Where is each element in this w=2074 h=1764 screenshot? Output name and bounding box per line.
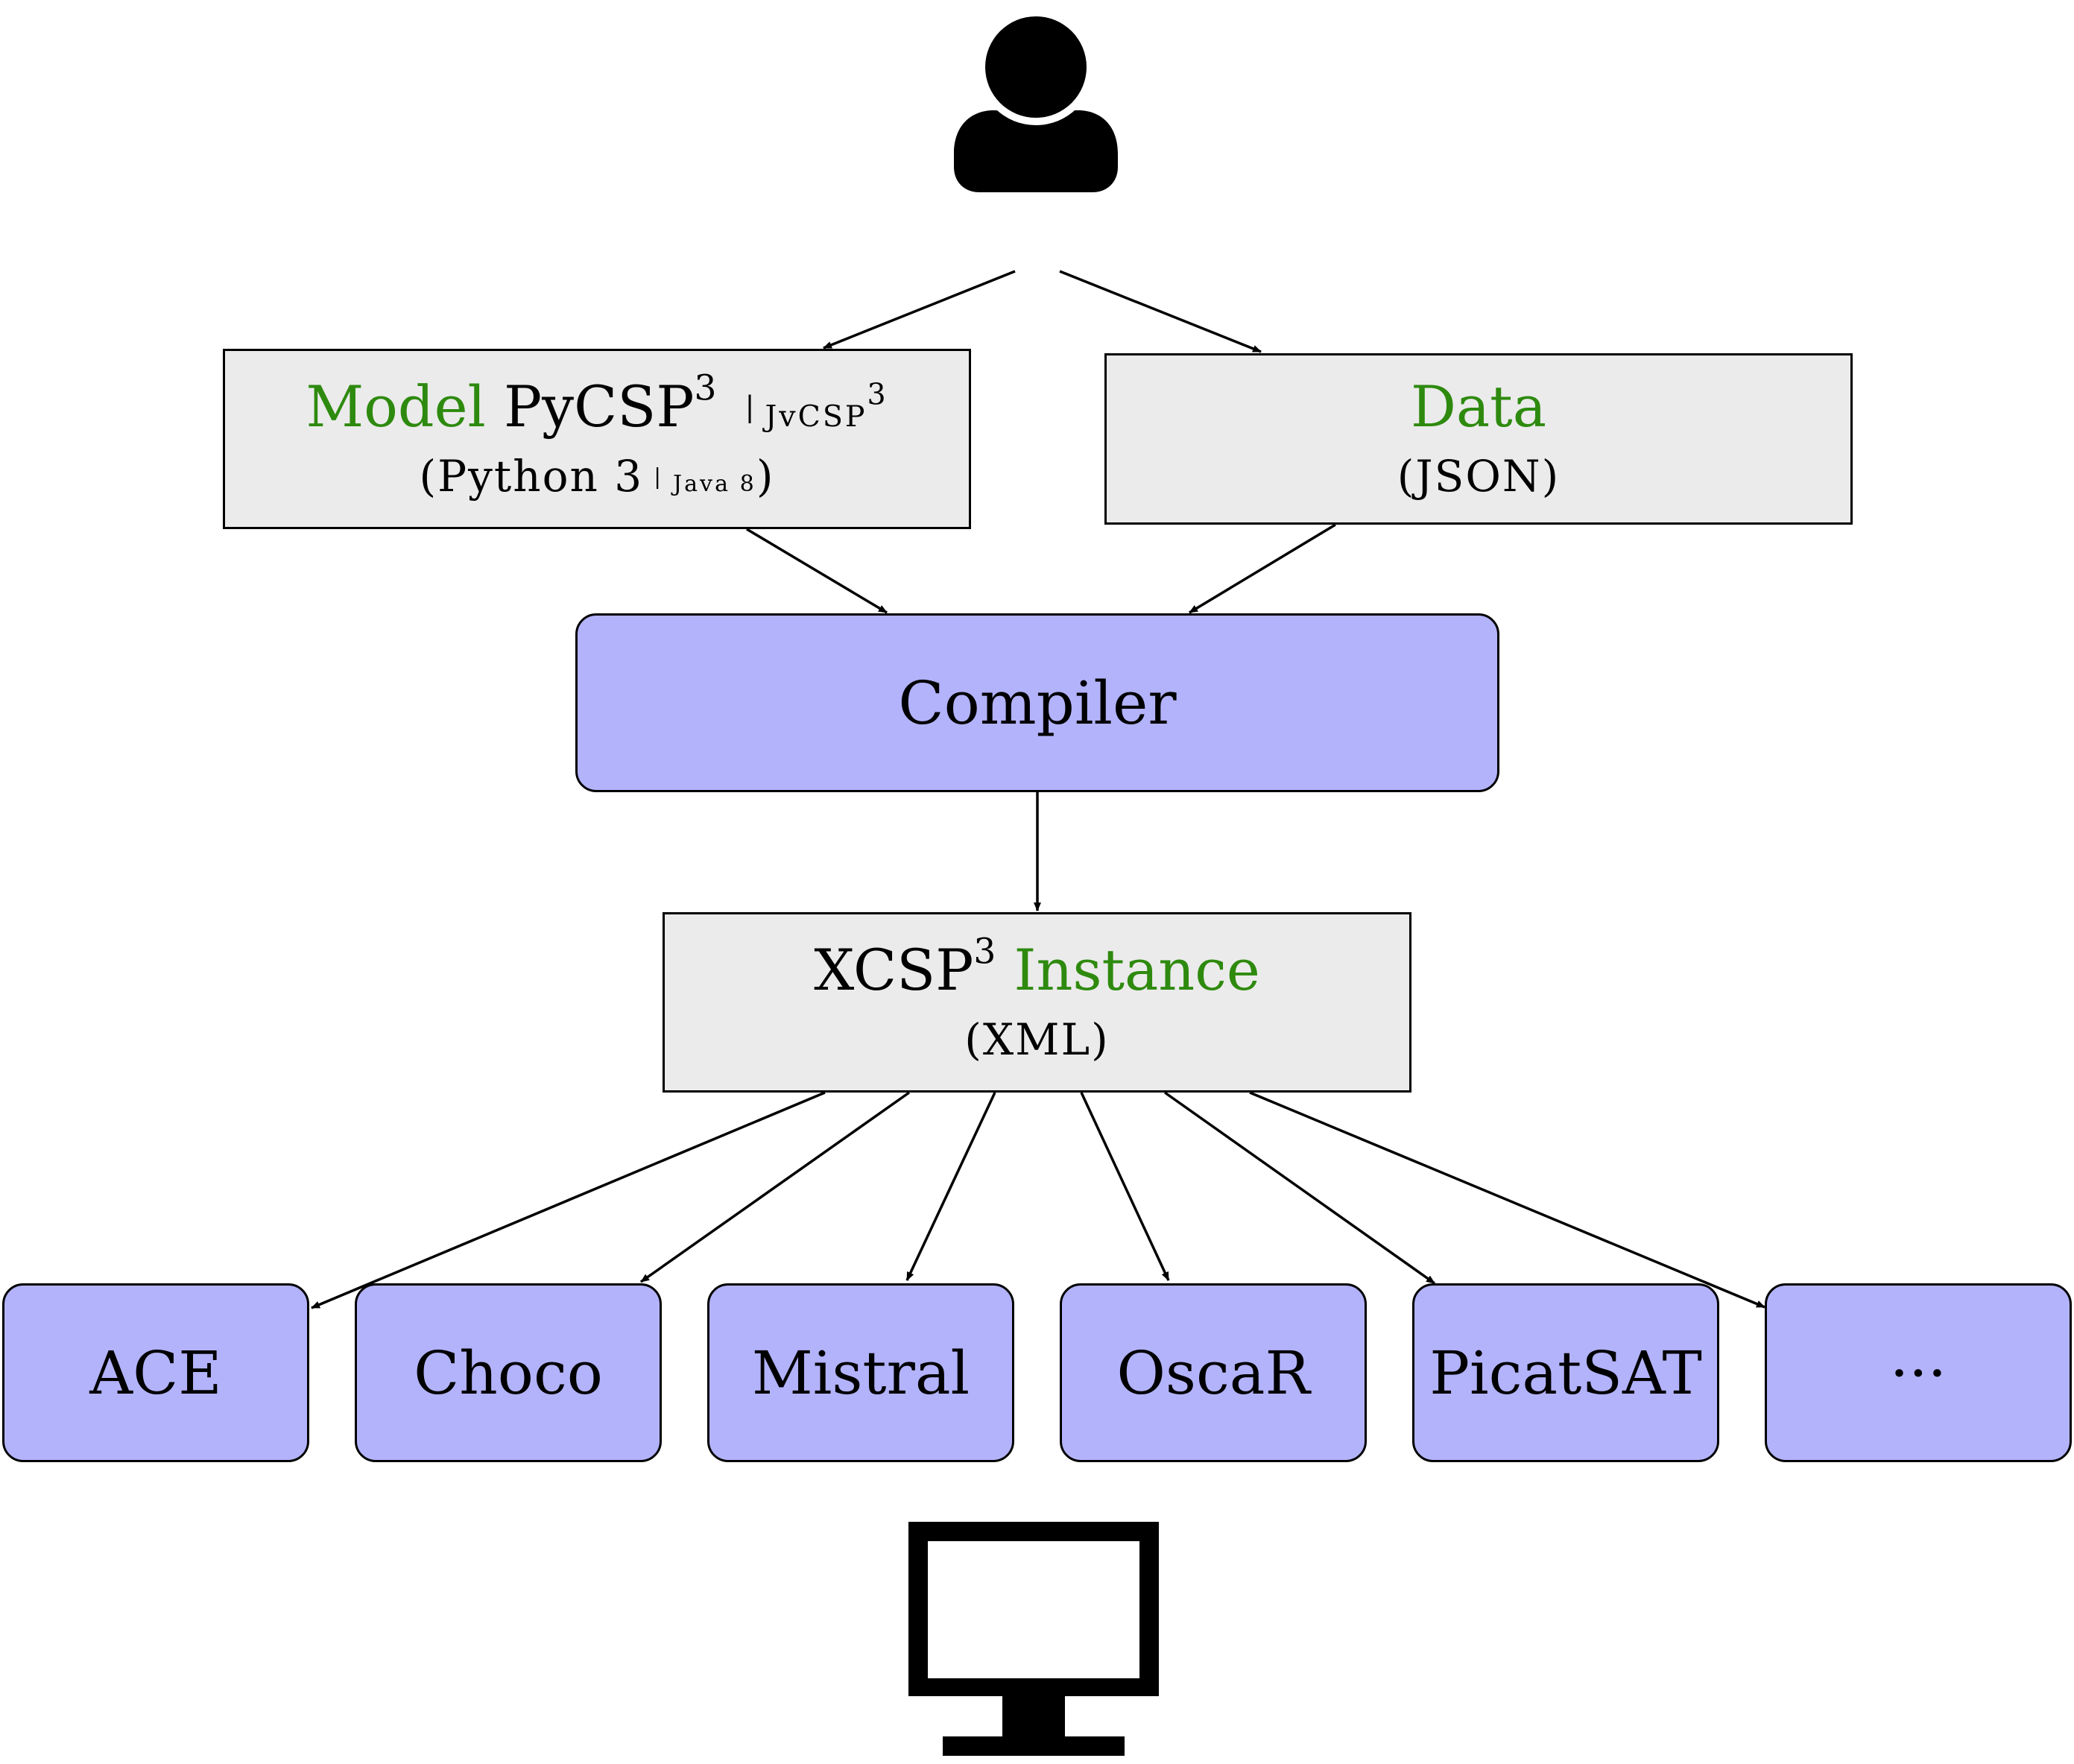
instance-box: XCSP3 Instance (XML) bbox=[663, 912, 1411, 1093]
xcsp-sup: 3 bbox=[973, 931, 996, 973]
solver-ace: ACE bbox=[2, 1283, 309, 1462]
data-subtitle: (JSON) bbox=[1397, 451, 1561, 502]
python-label: (Python 3 bbox=[419, 451, 644, 502]
solver-mistral: Mistral bbox=[707, 1283, 1014, 1462]
arrow-user-to-model bbox=[823, 270, 1016, 350]
model-box-subtitle: (Python 3 | Java 8) bbox=[420, 449, 775, 504]
model-box: Model PyCSP3 |JvCSP3 (Python 3|Java 8) bbox=[223, 349, 971, 529]
pycsp-label: PyCSP bbox=[504, 373, 695, 440]
jvcsp-sup: 3 bbox=[867, 377, 888, 412]
arrow-to-oscar bbox=[1080, 1092, 1170, 1281]
arrow-to-choco bbox=[639, 1091, 911, 1283]
solver-more: ··· bbox=[1765, 1283, 2072, 1462]
instance-label: Instance bbox=[1014, 937, 1260, 1004]
solver-label: Mistral bbox=[751, 1338, 970, 1408]
arrow-data-to-compiler bbox=[1189, 523, 1336, 614]
arrow-to-mistral bbox=[905, 1092, 996, 1281]
solver-label: ··· bbox=[1889, 1338, 1947, 1408]
separator: | bbox=[744, 390, 755, 423]
arrow-to-ace bbox=[311, 1091, 826, 1309]
jvcsp-label: JvCSP bbox=[765, 399, 867, 434]
solver-label: ACE bbox=[89, 1338, 222, 1408]
compiler-label: Compiler bbox=[898, 668, 1177, 738]
instance-title: XCSP3 Instance bbox=[814, 935, 1260, 1004]
solver-label: PicatSAT bbox=[1429, 1338, 1702, 1408]
compiler-box: Compiler bbox=[575, 613, 1499, 792]
solver-picatsat: PicatSAT bbox=[1412, 1283, 1719, 1462]
instance-subtitle: (XML) bbox=[964, 1014, 1110, 1066]
java-label: Java 8 bbox=[672, 471, 756, 498]
data-box: Data (JSON) bbox=[1104, 353, 1853, 525]
solver-label: OscaR bbox=[1116, 1338, 1310, 1408]
monitor-icon bbox=[908, 1522, 1159, 1756]
arrow-to-more bbox=[1249, 1091, 1765, 1309]
arrow-user-to-data bbox=[1059, 270, 1262, 353]
xcsp-label: XCSP bbox=[814, 937, 974, 1004]
model-box-title: Model PyCSP3 |JvCSP3 bbox=[306, 371, 888, 440]
solver-oscar: OscaR bbox=[1060, 1283, 1367, 1462]
separator: | bbox=[654, 464, 663, 490]
pycsp-sup: 3 bbox=[694, 367, 717, 409]
solver-choco: Choco bbox=[355, 1283, 662, 1462]
user-icon bbox=[954, 13, 1118, 192]
solver-label: Choco bbox=[414, 1338, 603, 1408]
data-title: Data bbox=[1410, 373, 1547, 440]
close-paren: ) bbox=[756, 451, 775, 502]
arrow-to-picatsat bbox=[1163, 1091, 1436, 1285]
arrow-model-to-compiler bbox=[746, 528, 888, 614]
model-label: Model bbox=[306, 373, 486, 440]
